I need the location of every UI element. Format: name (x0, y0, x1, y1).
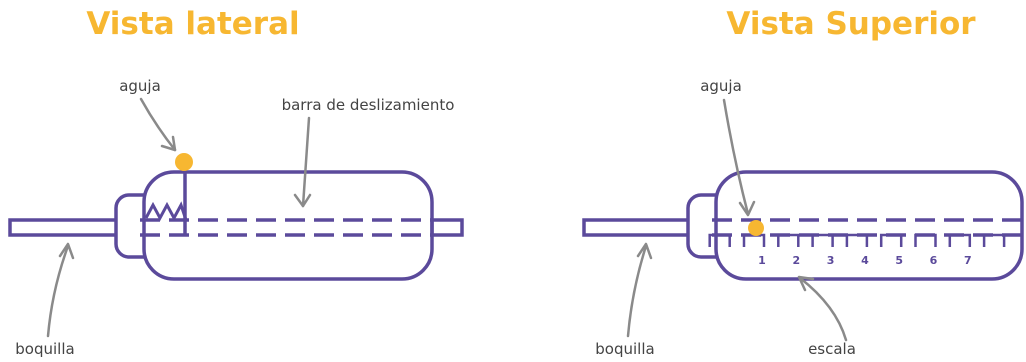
top-arrow-mouthpiece (626, 244, 648, 338)
scale-tick (708, 233, 731, 247)
scale-tick (948, 233, 972, 247)
side-mouthpiece-tube (8, 218, 132, 237)
side-arrow-mouthpiece (46, 244, 70, 338)
scale-tick (777, 233, 800, 247)
top-view: Vista Superior 1 2 3 4 5 6 7 aguja boquilla es… (582, 6, 1026, 358)
side-view-title: Vista lateral (86, 6, 299, 42)
top-view-title: Vista Superior (726, 6, 976, 42)
scale-tick (811, 233, 834, 247)
side-arrows (46, 97, 312, 338)
side-arrow-needle (139, 97, 177, 152)
scale-number: 1 (758, 254, 766, 267)
side-arrow-slide-bar (301, 116, 311, 208)
scale-number: 5 (895, 254, 903, 267)
top-arrow-needle (722, 98, 750, 216)
side-view: Vista lateral aguja barra de deslizamien… (8, 6, 464, 358)
top-arrow-scale-head (797, 275, 815, 292)
scale-number: 3 (827, 254, 835, 267)
top-arrows (626, 98, 848, 342)
side-spring (144, 201, 188, 222)
top-arrow-mouthpiece-head (636, 242, 653, 260)
top-label-needle: aguja (700, 77, 742, 95)
side-label-mouthpiece: boquilla (15, 340, 74, 358)
side-arrow-slide-bar-head (293, 193, 312, 208)
scale-tick (845, 233, 869, 247)
side-label-needle: aguja (119, 77, 161, 95)
top-arrow-needle-head (738, 200, 756, 217)
top-arrow-scale (798, 276, 848, 342)
scale-number: 6 (930, 254, 938, 267)
top-needle-dot (748, 220, 764, 236)
top-main-body (714, 170, 1024, 281)
scale-tick (879, 233, 903, 247)
top-label-mouthpiece: boquilla (595, 340, 654, 358)
scale-number: 2 (792, 254, 800, 267)
top-mouthpiece-tube (582, 218, 706, 237)
scale-numbers: 1 2 3 4 5 6 7 (758, 254, 971, 267)
scale-number: 4 (861, 254, 869, 267)
side-slide-bar-end (430, 218, 464, 237)
side-needle-dot (175, 153, 193, 171)
side-label-slide-bar: barra de deslizamiento (282, 96, 455, 114)
side-main-body (142, 170, 434, 281)
scale-tick (914, 233, 937, 247)
top-label-scale: escala (808, 340, 856, 358)
scale-number: 7 (964, 254, 972, 267)
side-arrow-mouthpiece-head (58, 242, 75, 260)
scale-tick (982, 233, 1006, 247)
side-arrow-needle-head (160, 135, 177, 152)
